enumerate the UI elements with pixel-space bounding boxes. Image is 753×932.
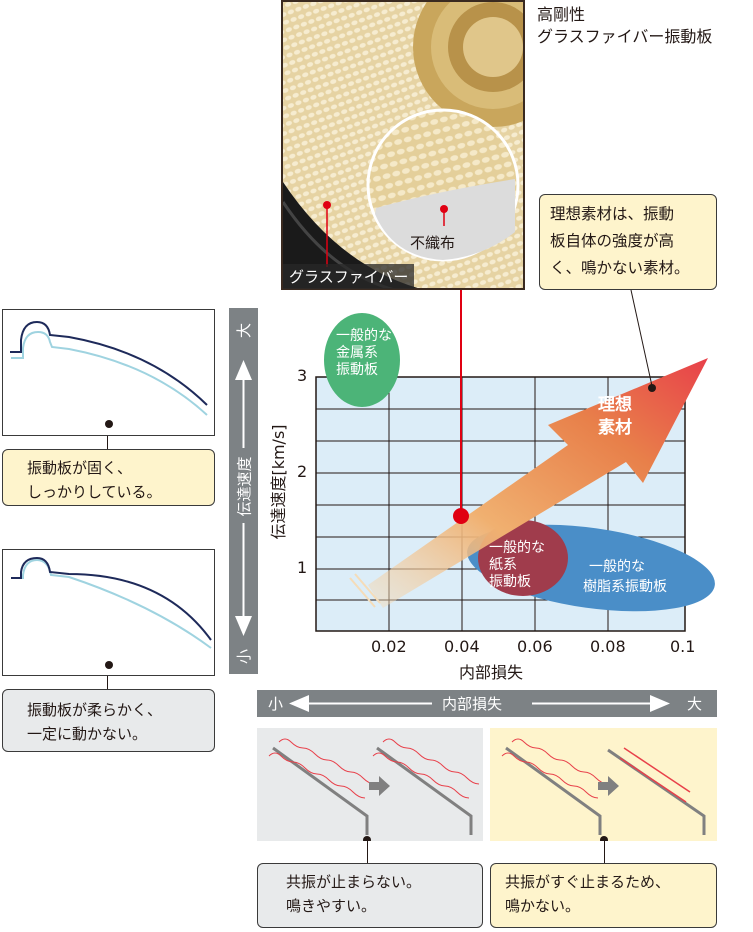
diaphragm-cross-section-stiff — [10, 320, 208, 428]
speed-vs-loss-chart — [315, 290, 715, 632]
ideal-material-callout: 理想素材は、振動 板自体の強度が高 く、鳴かない素材。 — [539, 194, 717, 290]
soft-diaphragm-diagram — [2, 549, 215, 676]
x-tick-002: 0.02 — [371, 637, 407, 656]
speed-bar-label: 伝達速度 — [235, 456, 254, 517]
loss-bar-label: 内部損失 — [442, 695, 503, 713]
ideal-callout-line2: 板自体の強度が高 — [550, 232, 675, 250]
resonance-continues-illustration — [268, 738, 480, 844]
ideal-callout-line3: く、鳴かない素材。 — [550, 259, 690, 277]
photo-title-line2: グラスファイバー振動板 — [537, 27, 713, 46]
low-loss-caption: 共振が止まらない。 鳴きやすい。 — [257, 863, 483, 928]
metal-region-label: 一般的な 金属系 振動板 — [336, 328, 392, 378]
photo-title: 高剛性 グラスファイバー振動板 — [537, 4, 712, 48]
y-tick-2: 2 — [297, 462, 308, 481]
ideal-callout-line1: 理想素材は、振動 — [550, 205, 675, 223]
x-axis-label: 内部損失 — [459, 663, 524, 682]
double-arrow-vertical-icon — [235, 360, 252, 636]
arrow-right-icon — [369, 776, 390, 796]
speed-high-label: 大 — [235, 322, 254, 339]
glass-fiber-data-point — [453, 508, 469, 524]
internal-loss-bar: 小 内部損失 大 — [257, 690, 717, 717]
transmission-speed-bar: 大 伝達速度 小 — [229, 308, 258, 674]
low-loss-diagram — [257, 728, 483, 844]
metal-diaphragm-region — [324, 313, 400, 407]
x-tick-004: 0.04 — [444, 637, 480, 656]
resin-region-label: 一般的な 樹脂系振動板 — [583, 559, 667, 595]
x-tick-008: 0.08 — [590, 637, 626, 656]
glass-fiber-label: グラスファイバー — [283, 264, 415, 289]
ideal-leader-dot — [648, 384, 656, 392]
photo-title-line1: 高剛性 — [537, 5, 586, 24]
stiff-caption: 振動板が固く、 しっかりしている。 — [2, 449, 215, 506]
resonance-stops-illustration — [501, 738, 706, 844]
y-tick-3: 3 — [297, 366, 308, 385]
ideal-direction-arrow — [368, 358, 708, 608]
loss-low-label: 小 — [268, 695, 284, 713]
y-tick-1: 1 — [297, 558, 308, 577]
x-tick-006: 0.06 — [517, 637, 553, 656]
high-loss-diagram — [490, 728, 717, 844]
double-arrow-horizontal-icon — [289, 695, 670, 712]
paper-diaphragm-region — [478, 520, 568, 596]
nonwoven-label: 不織布 — [410, 234, 456, 252]
arrow-right-icon — [598, 776, 619, 796]
paper-region-label: 一般的な 紙系 振動板 — [489, 540, 545, 590]
diaphragm-cross-section-soft — [11, 556, 212, 669]
loss-high-label: 大 — [687, 695, 703, 713]
glass-fiber-photo — [281, 0, 525, 290]
y-axis-label: 伝達速度[km/s] — [269, 424, 288, 540]
stiff-diaphragm-diagram — [2, 309, 215, 436]
ideal-region-label: 理想 素材 — [598, 395, 632, 438]
high-loss-caption: 共振がすぐ止まるため、 鳴かない。 — [490, 863, 717, 928]
speed-low-label: 小 — [235, 648, 254, 665]
x-tick-01: 0.1 — [670, 637, 696, 656]
soft-caption: 振動板が柔らかく、 一定に動かない。 — [2, 689, 215, 752]
fabric-texture-image — [283, 2, 523, 288]
